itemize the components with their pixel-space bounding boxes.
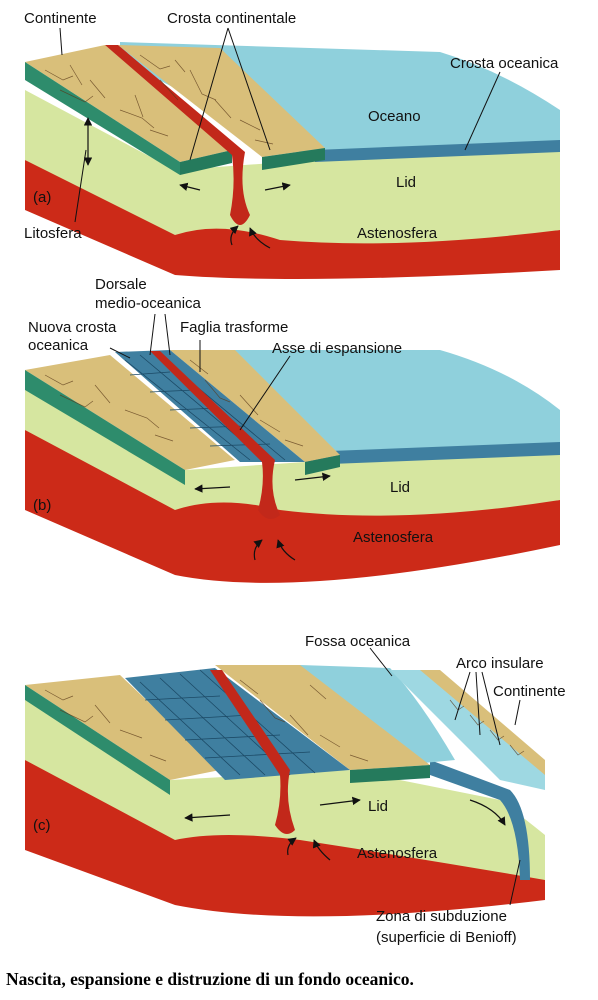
label-astenosfera-c: Astenosfera	[357, 845, 438, 862]
figure-caption: Nascita, espansione e distruzione di un …	[6, 969, 414, 989]
panel-tag-c: (c)	[33, 817, 51, 834]
label-zona-2-c: (superficie di Benioff)	[376, 929, 517, 946]
label-nuova-crosta-1-b: Nuova crosta	[28, 319, 117, 336]
continent-right-b	[170, 350, 340, 462]
continent-left-c	[25, 675, 220, 780]
oceanic-crust-b	[305, 442, 560, 465]
crust-right-front-a	[262, 148, 325, 170]
ridge-magma-b	[150, 351, 280, 519]
label-faglia-b: Faglia trasforme	[180, 319, 288, 336]
panel-b: Dorsale medio-oceanica Nuova crosta ocea…	[25, 276, 560, 583]
crust-center-front-c	[350, 765, 430, 783]
crust-left-b	[25, 370, 185, 485]
crust-right-front-b	[305, 455, 340, 475]
subducting-slab-c	[430, 760, 530, 880]
crust-left-front-a	[180, 150, 232, 175]
panel-tag-b: (b)	[33, 497, 51, 514]
label-nuova-crosta-2-b: oceanica	[28, 337, 89, 354]
lid-a	[25, 90, 560, 244]
arc-continent-c	[420, 670, 545, 775]
label-continente-c: Continente	[493, 683, 566, 700]
lid-b	[25, 390, 560, 516]
asthenosphere-a	[25, 160, 560, 279]
rift-magma-a	[105, 45, 250, 225]
label-oceano-a: Oceano	[368, 108, 421, 125]
label-lid-c: Lid	[368, 798, 388, 815]
label-astenosfera-a: Astenosfera	[357, 225, 438, 242]
label-continente-a: Continente	[24, 10, 97, 27]
continent-right-a	[118, 45, 325, 157]
oceanic-crust-a	[315, 140, 560, 162]
crust-left-c	[25, 685, 170, 795]
label-asse-b: Asse di espansione	[272, 340, 402, 357]
continent-left-b	[25, 355, 235, 470]
ridge-magma-c	[210, 670, 295, 834]
label-dorsale-1-b: Dorsale	[95, 276, 147, 293]
label-zona-1-c: Zona di subduzione	[376, 908, 507, 925]
label-arco-c: Arco insulare	[456, 655, 544, 672]
island-arc-block-c	[390, 670, 545, 790]
label-crosta-continentale-a: Crosta continentale	[167, 10, 296, 27]
label-crosta-oceanica-a: Crosta oceanica	[450, 55, 559, 72]
panel-tag-a: (a)	[33, 189, 51, 206]
label-dorsale-2-b: medio-oceanica	[95, 295, 202, 312]
continent-left-a	[25, 45, 232, 162]
label-lid-a: Lid	[396, 174, 416, 191]
label-litosfera-a: Litosfera	[24, 225, 82, 242]
panel-a: Continente Crosta continentale Crosta oc…	[24, 10, 560, 279]
panel-c: Fossa oceanica Arco insulare Continente …	[25, 633, 566, 946]
label-lid-b: Lid	[390, 479, 410, 496]
continent-center-c	[215, 665, 430, 770]
new-crust-strip-c	[125, 668, 350, 780]
label-astenosfera-b: Astenosfera	[353, 529, 434, 546]
crust-left-a	[25, 62, 180, 175]
label-fossa-c: Fossa oceanica	[305, 633, 411, 650]
